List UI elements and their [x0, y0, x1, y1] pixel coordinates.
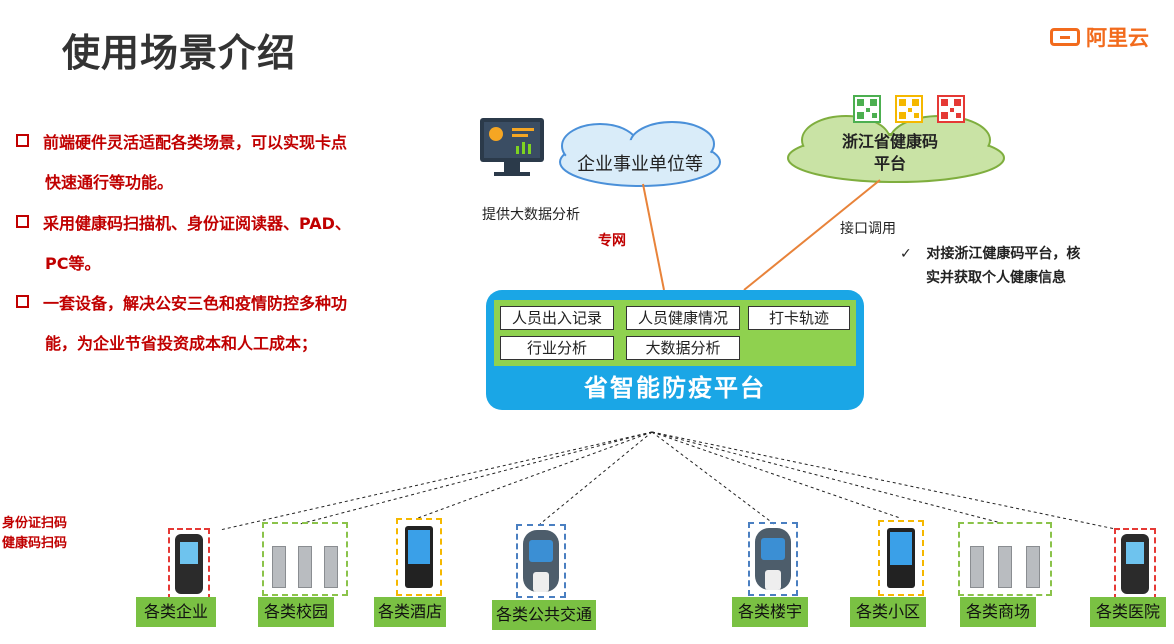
bullet-box-icon [16, 134, 29, 147]
turnstile-icon [270, 532, 342, 588]
device-label-mall: 各类商场 [960, 597, 1036, 627]
tag-health-status: 人员健康情况 [626, 306, 740, 330]
bullet-3: 一套设备，解决公安三色和疫情防控多种功 能，为企业节省投资成本和人工成本； [16, 284, 416, 364]
pda-icon [175, 534, 203, 594]
device-label-campus: 各类校园 [258, 597, 334, 627]
device-label-enterprise: 各类企业 [136, 597, 216, 627]
device-frame-community [878, 520, 924, 596]
tag-industry-analysis: 行业分析 [500, 336, 614, 360]
interface-label: 接口调用 [840, 221, 896, 237]
device-frame-enterprise [168, 528, 210, 600]
health-cloud-label: 浙江省健康码 平台 [841, 132, 938, 173]
side-note: 身份证扫码 健康码扫码 [2, 516, 68, 551]
check-icon: ✓ [900, 246, 912, 262]
device-frame-building [748, 522, 798, 596]
big-data-label: 提供大数据分析 [482, 207, 580, 223]
bullet-box-icon [16, 295, 29, 308]
device-label-building: 各类楼宇 [732, 597, 808, 627]
tag-punch-trace: 打卡轨迹 [748, 306, 850, 330]
scanner-icon [523, 530, 559, 592]
device-frame-hotel [396, 518, 442, 596]
device-frame-transport [516, 524, 566, 598]
device-frame-campus [262, 522, 348, 596]
check-note: ✓ 对接浙江健康码平台，核 实并获取个人健康信息 [900, 246, 1081, 286]
platform-name: 省智能防疫平台 [584, 374, 766, 402]
enterprise-cloud-label: 企业事业单位等 [577, 154, 703, 175]
device-label-hotel: 各类酒店 [374, 597, 446, 627]
device-label-hospital: 各类医院 [1090, 597, 1166, 627]
device-frame-mall [958, 522, 1052, 596]
private-net-link [642, 183, 665, 291]
device-label-transport: 各类公共交通 [492, 600, 596, 630]
logo-text: 阿里云 [1086, 26, 1149, 50]
qr-green-icon [853, 95, 881, 123]
scanner-icon [755, 528, 791, 590]
pda-icon [1121, 534, 1149, 594]
page-title: 使用场景介绍 [62, 31, 297, 75]
kiosk-icon [887, 528, 915, 588]
health-cloud-shape [787, 115, 1005, 183]
bullet-2: 采用健康码扫描机、身份证阅读器、PAD、 PC等。 [16, 204, 416, 284]
device-frame-hospital [1114, 528, 1156, 600]
tag-entry-records: 人员出入记录 [500, 306, 614, 330]
qr-yellow-icon [895, 95, 923, 123]
turnstile-icon [968, 532, 1044, 588]
private-net-label: 专网 [598, 233, 626, 249]
device-links [219, 431, 1121, 531]
aliyun-logo-icon [1050, 28, 1080, 46]
interface-link [743, 179, 881, 291]
kiosk-icon [405, 526, 433, 588]
monitor-icon [480, 118, 544, 176]
aliyun-logo: 阿里云 [1050, 22, 1149, 52]
bullet-1: 前端硬件灵活适配各类场景，可以实现卡点 快速通行等功能。 [16, 123, 416, 203]
smart-epidemic-platform: 人员出入记录 人员健康情况 打卡轨迹 行业分析 大数据分析 省智能防疫平台 [486, 290, 864, 410]
bullet-box-icon [16, 215, 29, 228]
platform-modules: 人员出入记录 人员健康情况 打卡轨迹 行业分析 大数据分析 [494, 300, 856, 366]
enterprise-cloud-shape [559, 121, 721, 187]
tag-big-data-analysis: 大数据分析 [626, 336, 740, 360]
qr-red-icon [937, 95, 965, 123]
device-label-community: 各类小区 [850, 597, 926, 627]
